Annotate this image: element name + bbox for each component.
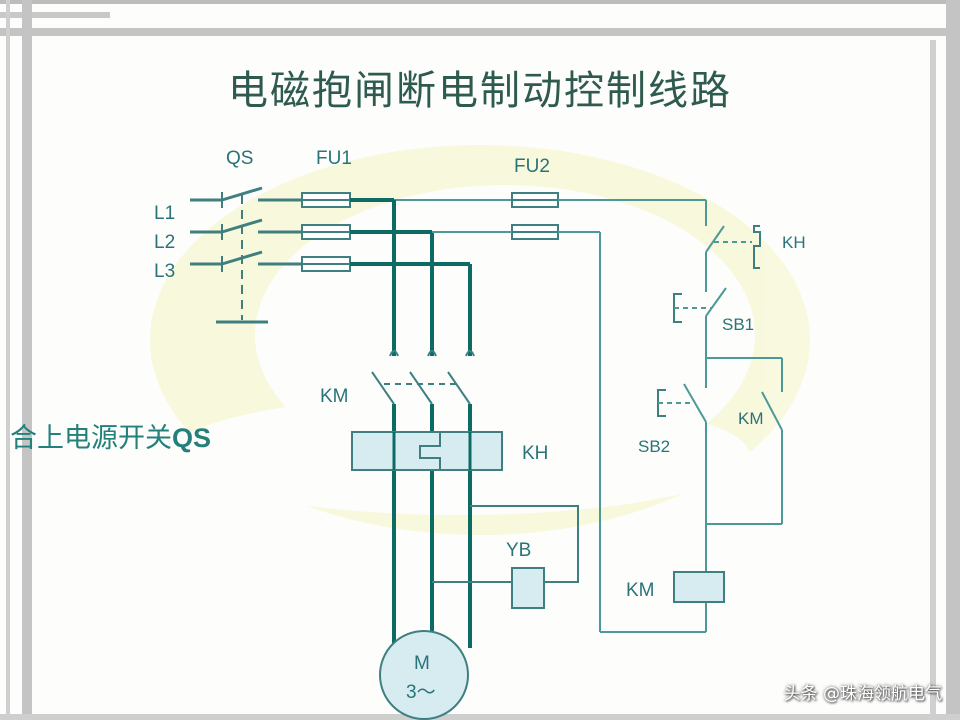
label-motor-phase: 3～ (406, 682, 436, 703)
watermark: 头条 @珠海领航电气 (783, 684, 942, 704)
label-motor-m: M (414, 653, 430, 674)
label-fu1: FU1 (316, 148, 352, 169)
control-circuit (432, 192, 783, 633)
instruction-note: 合上电源开关QS (10, 416, 211, 455)
label-sb2: SB2 (638, 437, 670, 456)
power-input (190, 186, 302, 324)
label-yb: YB (506, 540, 531, 561)
label-l2: L2 (154, 232, 175, 253)
label-km-main: KM (320, 386, 349, 407)
label-kh-contact: KH (782, 233, 806, 252)
background-swoosh (150, 145, 810, 535)
label-sb1: SB1 (722, 315, 754, 334)
label-l1: L1 (154, 203, 175, 224)
main-circuit (350, 198, 512, 648)
motor (379, 630, 469, 720)
slide-title: 电磁抱闸断电制动控制线路 (228, 68, 732, 114)
brake-coil-yb (432, 505, 579, 609)
note-bold: QS (172, 423, 212, 453)
label-fu2: FU2 (514, 156, 550, 177)
label-km-aux: KM (738, 409, 764, 428)
thermal-relay-kh (351, 431, 503, 471)
label-kh-relay: KH (522, 443, 548, 464)
label-l3: L3 (154, 261, 175, 282)
label-km-coil: KM (626, 580, 655, 601)
note-text: 合上电源开关 (10, 423, 172, 454)
label-qs: QS (226, 148, 253, 169)
fuse-fu1 (301, 192, 351, 272)
km-main-contacts (371, 350, 475, 405)
